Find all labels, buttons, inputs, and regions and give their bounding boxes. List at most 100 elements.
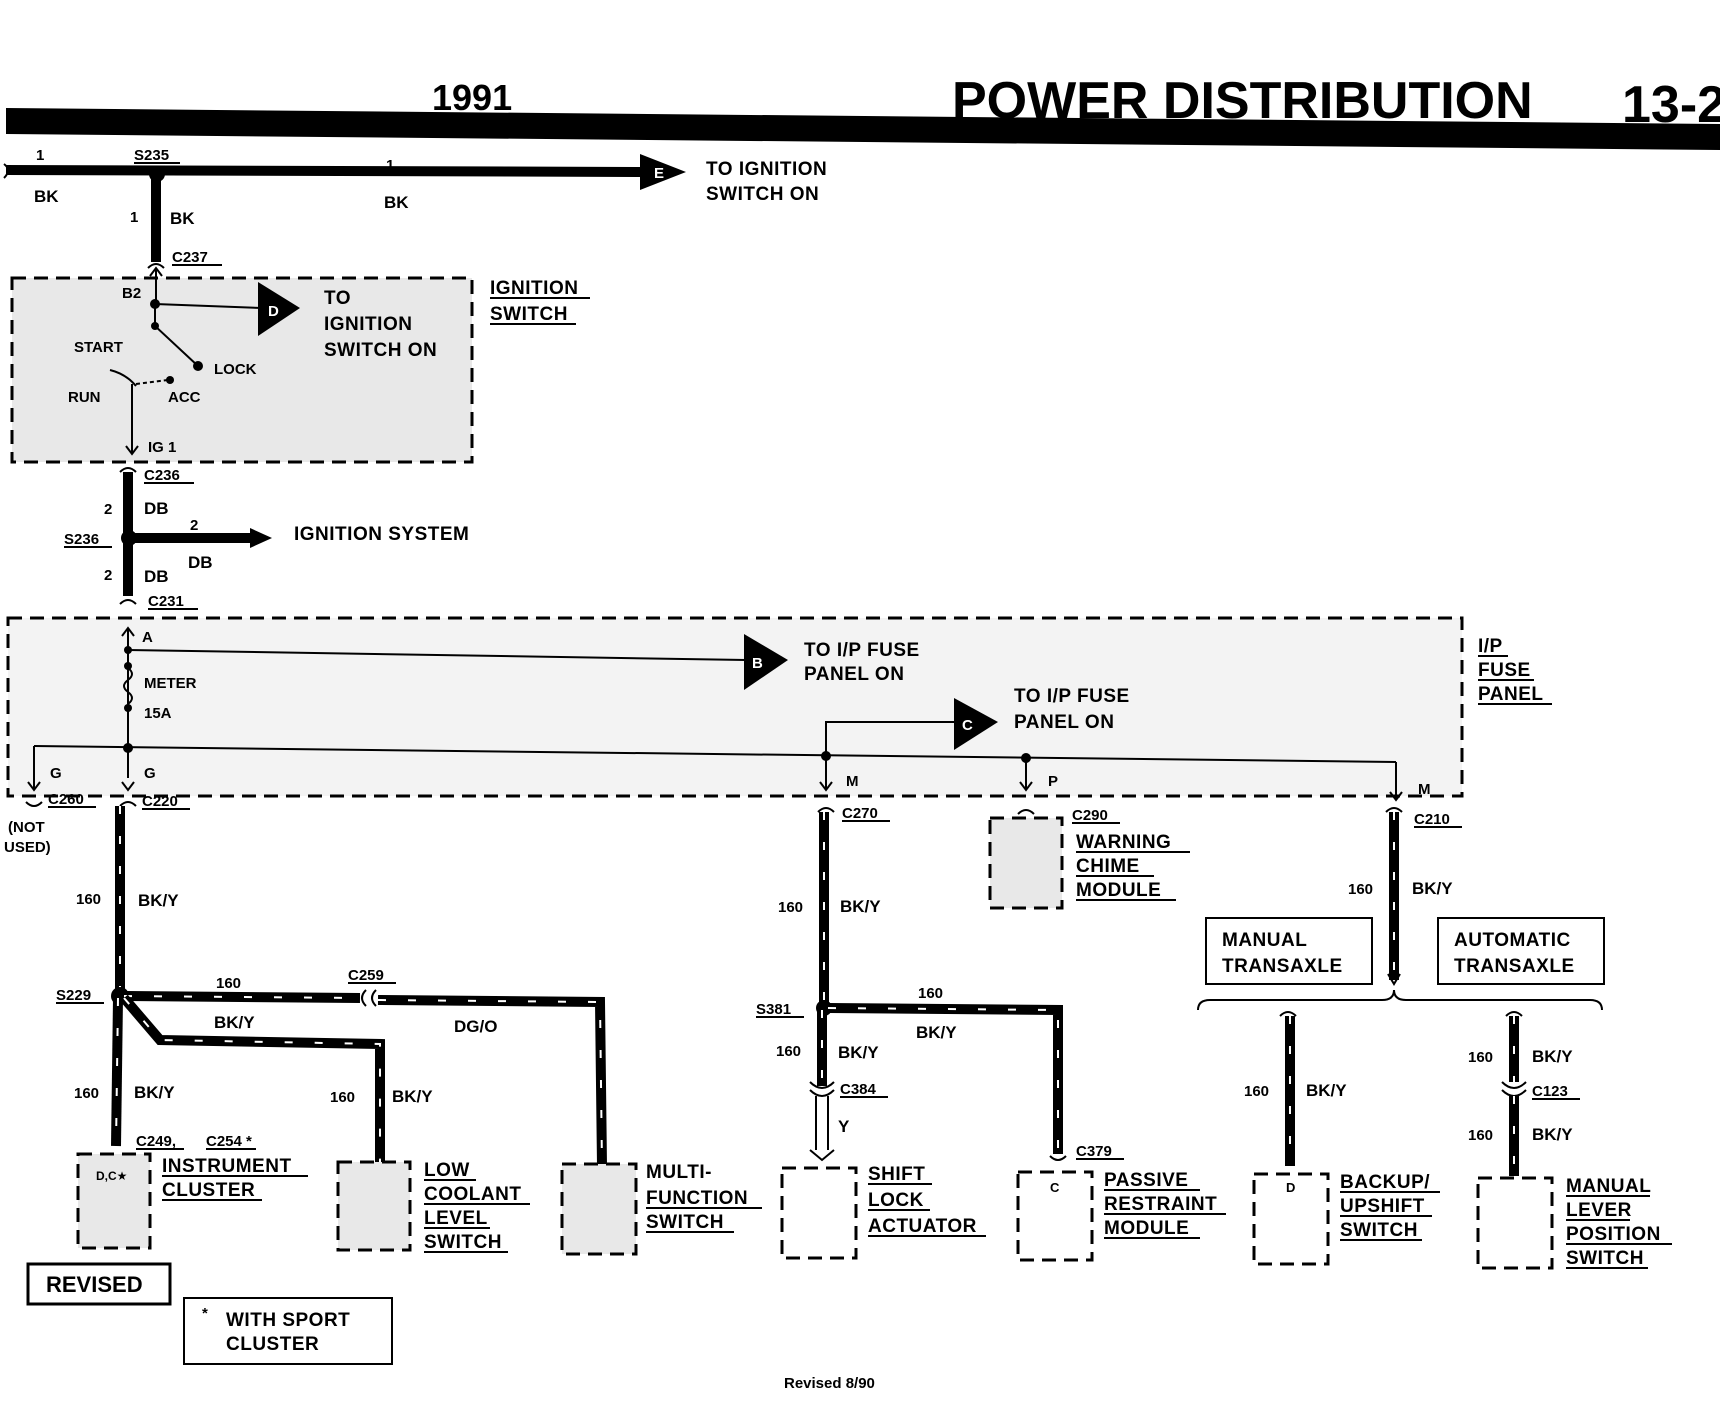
connector-c290: C290 xyxy=(1072,807,1108,824)
db-lower-circuit: 2 xyxy=(104,567,112,584)
top-bus: E S235 1 BK 1 BK TO IGNITION SWITCH ON 1… xyxy=(3,147,827,262)
ign-system-dest: IGNITION SYSTEM xyxy=(294,524,469,545)
left-main-color: BK/Y xyxy=(138,891,179,910)
ignition-switch: C237 B2 D TO IGNITION SWITCH ON IGNITION… xyxy=(10,249,590,464)
right-circuit: 160 xyxy=(1348,881,1373,898)
connector-c260: C260 xyxy=(48,791,84,808)
cluster-pins: D,C★ xyxy=(96,1169,127,1183)
arrow-c-line1: TO I/P FUSE xyxy=(1014,686,1130,707)
lcl-line1: LOW xyxy=(424,1160,470,1181)
header-rule xyxy=(6,108,1720,150)
connector-c379: C379 xyxy=(1076,1143,1112,1160)
revised-footer: Revised 8/90 xyxy=(784,1375,875,1392)
notes: REVISED * WITH SPORT CLUSTER Revised 8/9… xyxy=(26,1262,875,1392)
sport-cluster-note xyxy=(183,1297,393,1365)
ign-dest-line2: IGNITION xyxy=(324,314,412,335)
fuse-name: METER xyxy=(144,675,197,692)
manual-line2: TRANSAXLE xyxy=(1222,956,1343,977)
fuse-meter-icon xyxy=(123,667,133,705)
arrow-e-letter: E xyxy=(654,165,664,182)
top-bus-dest-line2: SWITCH ON xyxy=(706,184,819,205)
top-bus-dest-line1: TO IGNITION xyxy=(706,159,827,180)
ign-system-circuit: 2 xyxy=(190,517,198,534)
lcl-circuit: 160 xyxy=(330,1089,355,1106)
prm-line3: MODULE xyxy=(1104,1218,1189,1239)
mlp-color-b: BK/Y xyxy=(1532,1125,1573,1144)
passive-restraint-module-box xyxy=(1016,1170,1094,1262)
top-bus-circuit-right: 1 xyxy=(386,157,394,174)
connector-c236: C236 xyxy=(144,467,180,484)
chime-line2: CHIME xyxy=(1076,856,1140,877)
ip-fuse-panel: I/P FUSE PANEL A B TO I/P FUSE PANEL ON … xyxy=(6,616,1552,802)
backup-line3: SWITCH xyxy=(1340,1220,1418,1241)
arrow-c-icon xyxy=(954,698,998,750)
manual-transaxle-box xyxy=(1205,917,1373,985)
fuse-panel-title-3: PANEL xyxy=(1478,684,1543,705)
backup-color: BK/Y xyxy=(1306,1081,1347,1100)
middle-circuit: 160 xyxy=(778,899,803,916)
manual-line1: MANUAL xyxy=(1222,930,1307,951)
sport-note-line1: WITH SPORT xyxy=(226,1310,350,1331)
wire-a-color: BK/Y xyxy=(214,1013,255,1032)
pin-g2: G xyxy=(144,765,156,782)
arrow-c-letter: C xyxy=(962,717,973,734)
lcl-line2: COOLANT xyxy=(424,1184,521,1205)
prm-color: BK/Y xyxy=(916,1023,957,1042)
sport-note-mark: * xyxy=(202,1305,208,1322)
transaxle-brace xyxy=(1197,989,1603,1011)
arrow-d-icon xyxy=(258,282,300,336)
arrow-b-icon xyxy=(744,634,788,690)
arrow-d-letter: D xyxy=(268,303,279,320)
connector-c123: C123 xyxy=(1532,1083,1568,1100)
not-used-line1: (NOT xyxy=(8,819,45,836)
ignition-switch-title-1: IGNITION xyxy=(490,278,578,299)
mlp-line4: SWITCH xyxy=(1566,1248,1644,1269)
mfs-line1: MULTI- xyxy=(646,1162,712,1183)
connector-c237: C237 xyxy=(172,249,208,266)
lcl-color: BK/Y xyxy=(392,1087,433,1106)
backup-line2: UPSHIFT xyxy=(1340,1196,1425,1217)
ign-system-arrow-icon xyxy=(250,528,272,548)
arrow-b-letter: B xyxy=(752,655,763,672)
splice-s236-label: S236 xyxy=(64,531,99,548)
db-color: DB xyxy=(144,499,169,518)
cluster-circuit: 160 xyxy=(74,1085,99,1102)
pin-m1: M xyxy=(846,773,859,790)
db-lower-color: DB xyxy=(144,567,169,586)
top-bus-color-left: BK xyxy=(34,187,59,206)
splice-s229-label: S229 xyxy=(56,987,91,1004)
lcl-line4: SWITCH xyxy=(424,1232,502,1253)
warning-chime-module-box xyxy=(988,816,1064,910)
arrow-b-line1: TO I/P FUSE xyxy=(804,640,920,661)
auto-line2: TRANSAXLE xyxy=(1454,956,1575,977)
connector-c254: C254 * xyxy=(206,1133,252,1150)
pos-run: RUN xyxy=(68,389,101,406)
chime-line3: MODULE xyxy=(1076,880,1161,901)
pos-lock: LOCK xyxy=(214,361,257,378)
middle-branch: C270 160 BK/Y S381 160 BK/Y 160 BK/Y C38… xyxy=(756,805,1226,1262)
cluster-line1: INSTRUMENT xyxy=(162,1156,292,1177)
top-bus-circuit-left: 1 xyxy=(36,147,44,164)
connector-c220: C220 xyxy=(142,793,178,810)
fuse-rating: 15A xyxy=(144,705,172,722)
manual-lever-position-switch-box xyxy=(1476,1176,1554,1270)
wire-b-color: DG/O xyxy=(454,1017,497,1036)
connector-c384: C384 xyxy=(840,1081,877,1098)
sla-line2: LOCK xyxy=(868,1190,924,1211)
mlp-line2: LEVER xyxy=(1566,1200,1632,1221)
prm-circuit: 160 xyxy=(918,985,943,1002)
mlp-circuit-a: 160 xyxy=(1468,1049,1493,1066)
sla-y-color: Y xyxy=(838,1117,850,1136)
connector-c270: C270 xyxy=(842,805,878,822)
sla-circuit: 160 xyxy=(776,1043,801,1060)
prm-pin: C xyxy=(1050,1180,1060,1195)
splice-s381-label: S381 xyxy=(756,1001,791,1018)
arrow-b-line2: PANEL ON xyxy=(804,664,904,685)
arrow-e-icon xyxy=(640,154,686,190)
arrow-c-line2: PANEL ON xyxy=(1014,712,1114,733)
multi-function-switch-box xyxy=(560,1162,638,1256)
wire-a-circuit: 160 xyxy=(216,975,241,992)
right-branch: C210 160 BK/Y MANUAL TRANSAXLE AUTOMATIC… xyxy=(1197,807,1672,1270)
shift-lock-actuator-box xyxy=(780,1166,858,1260)
mlp-line3: POSITION xyxy=(1566,1224,1661,1245)
